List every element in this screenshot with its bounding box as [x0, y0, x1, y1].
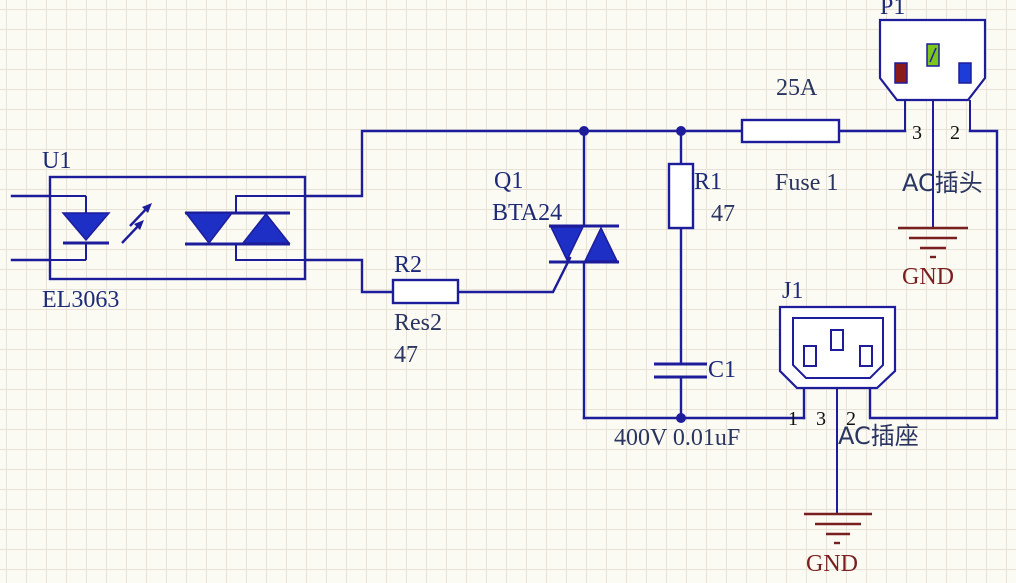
r2-resistor[interactable]: R2 Res2 47 [391, 252, 460, 368]
q1-triac[interactable]: Q1 BTA24 [492, 168, 619, 264]
optocoupler-triac-icon [184, 195, 305, 261]
r1-resistor[interactable]: R1 47 [667, 162, 735, 230]
j1-name-label: AC插座 [838, 422, 919, 450]
p1-pin3-label: 3 [912, 122, 922, 144]
p1-left-pin-icon [894, 62, 908, 84]
junction-dot [579, 126, 589, 136]
u1-body [48, 175, 307, 281]
u1-ref-label: U1 [42, 148, 71, 174]
r2-part-label: Res2 [394, 310, 442, 336]
wires [10, 100, 999, 514]
q1-part-label: BTA24 [492, 200, 562, 226]
j1-pin3-label: 3 [816, 408, 826, 430]
u1-to-top-rail-wire [303, 129, 586, 198]
triac-icon [549, 224, 619, 264]
ground-icon [898, 226, 968, 259]
fuse-1[interactable]: 25A Fuse 1 [740, 75, 841, 196]
ac-plug-icon [878, 18, 987, 102]
optocoupler-led-icon [50, 195, 152, 261]
ground-label: GND [806, 551, 858, 577]
fuse-rating-label: 25A [776, 75, 818, 101]
fuse-ref-label: Fuse 1 [775, 170, 838, 196]
ac-socket-icon [778, 305, 897, 390]
p1-ref-label: P1 [880, 0, 905, 20]
ground-icon [804, 512, 872, 545]
ground-j1: GND [804, 512, 872, 577]
u1-part-label: EL3063 [42, 287, 119, 313]
r2-ref-label: R2 [394, 252, 422, 278]
r1-ref-label: R1 [694, 169, 722, 195]
junction-dot [676, 126, 686, 136]
resistor-icon [667, 162, 695, 230]
c1-capacitor[interactable]: C1 400V 0.01uF [614, 357, 740, 451]
c1-ref-label: C1 [708, 357, 736, 383]
j1-pin2-label: 2 [846, 408, 856, 430]
u1-optocoupler[interactable]: U1 EL3063 [42, 148, 307, 313]
j1-ref-label: J1 [782, 278, 803, 304]
p1-to-j1-wire [868, 129, 999, 420]
r2-value-label: 47 [394, 342, 418, 368]
r1-value-label: 47 [711, 201, 735, 227]
p1-ac-plug[interactable]: P1 3 2 AC插头 [878, 0, 987, 197]
ground-p1: GND [898, 226, 968, 290]
q1-ref-label: Q1 [494, 168, 523, 194]
fuse-icon [740, 118, 841, 144]
j1-ac-socket[interactable]: J1 1 3 2 AC插座 [778, 278, 919, 450]
p1-name-label: AC插头 [902, 169, 983, 197]
resistor-icon [391, 278, 460, 305]
r2-to-gate-wire [456, 256, 572, 294]
capacitor-icon [654, 362, 707, 379]
c1-value-label: 400V 0.01uF [614, 425, 740, 451]
p1-pin2-label: 2 [950, 122, 960, 144]
junction-dot [676, 413, 686, 423]
junctions [579, 126, 686, 423]
j1-pin1-label: 1 [788, 408, 798, 430]
u1-to-r2-wire [303, 258, 395, 294]
ground-label: GND [902, 264, 954, 290]
p1-right-pin-icon [958, 62, 972, 84]
